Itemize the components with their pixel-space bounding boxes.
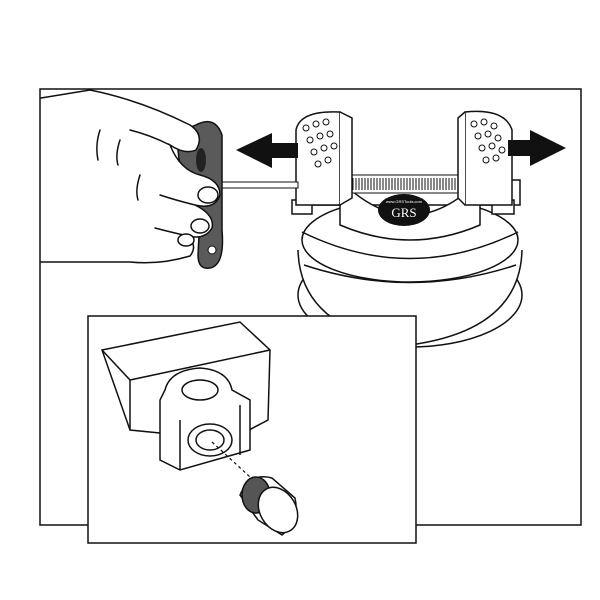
pin-hole [314,160,322,168]
pin-hole [480,118,488,126]
pin-hole [488,142,496,150]
pin-hole [324,156,332,164]
pin-hole [320,144,328,152]
wrench-slot [196,148,206,172]
pin-hole [484,130,492,138]
jaw-pin-holes [302,118,506,168]
pin-hole [492,154,500,162]
pin-hole [330,142,338,150]
pin-hole [302,124,310,132]
pin-hole [498,146,506,154]
arrow-left-icon [236,133,298,168]
inset-jaw-detail [101,321,271,471]
wrench-hole [207,245,217,255]
pin-hole [326,130,334,138]
pin-hole [306,136,314,144]
pin-hole [490,122,498,130]
pin-hole [494,134,502,142]
pin-hole [482,156,490,164]
pin-hole [478,144,486,152]
pin-hole [312,120,320,128]
svg-text:www.GRSTools.com: www.GRSTools.com [386,199,423,204]
pin-hole [316,132,324,140]
pin-hole [310,148,318,156]
pin-hole [322,118,330,126]
pin-hole [470,120,478,128]
pin-part [239,476,299,536]
hand [40,89,221,264]
jaw-rail [339,174,466,194]
wrench-rod [221,181,299,189]
pin-hole [474,132,482,140]
grs-logo: GRS www.GRSTools.com [378,194,430,226]
arrow-right-icon [508,130,566,166]
svg-text:GRS: GRS [391,205,416,220]
